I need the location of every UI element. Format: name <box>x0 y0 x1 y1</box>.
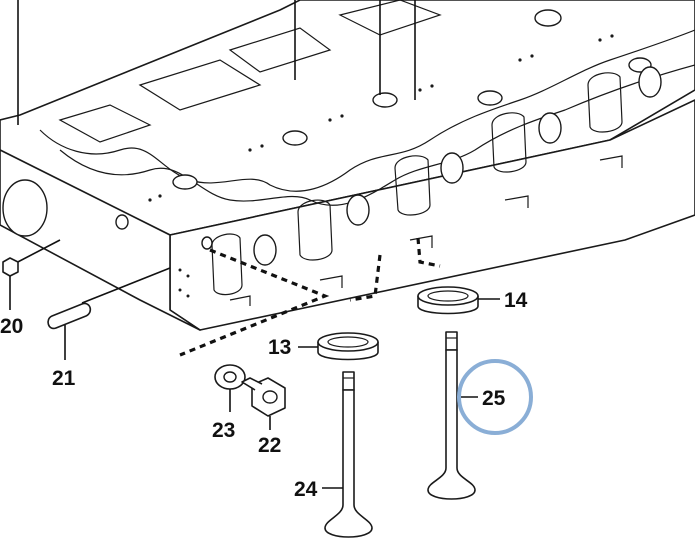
highlight-circle-25 <box>457 359 533 435</box>
part-22-bolt <box>241 377 286 430</box>
part-24-valve <box>322 371 373 538</box>
callout-14: 14 <box>504 289 528 312</box>
callout-13: 13 <box>268 336 291 359</box>
part-20-plug <box>2 239 61 310</box>
assembly-dashed-lines <box>179 237 441 357</box>
top-leader-lines <box>17 0 416 125</box>
part-21-dowel-pin <box>47 267 171 360</box>
callout-24: 24 <box>294 478 318 501</box>
cylinder-head <box>0 0 695 331</box>
part-14-valve-seat <box>417 286 500 315</box>
callout-25: 25 <box>482 387 506 410</box>
part-23-washer <box>214 364 246 412</box>
callout-21: 21 <box>52 367 76 390</box>
callout-23: 23 <box>212 419 235 442</box>
part-13-valve-seat <box>298 332 379 361</box>
callout-22: 22 <box>258 434 281 457</box>
part-25-valve <box>427 331 478 500</box>
callout-20: 20 <box>0 315 23 338</box>
